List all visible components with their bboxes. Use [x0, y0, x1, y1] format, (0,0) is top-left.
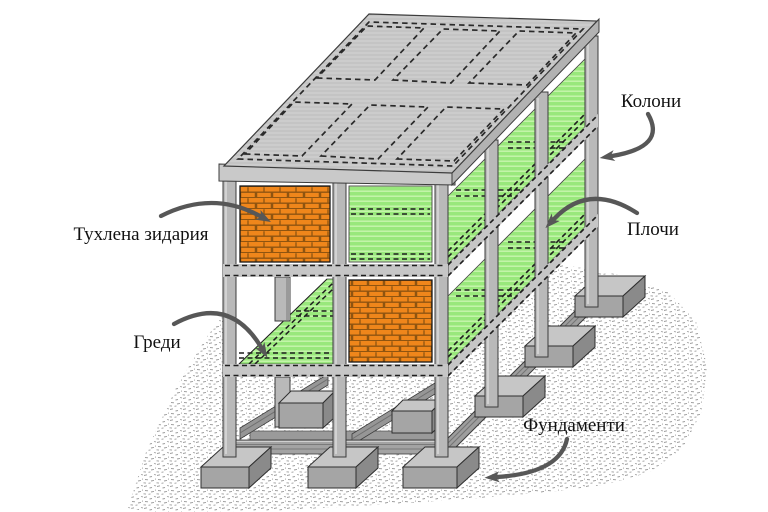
column	[434, 175, 449, 458]
column	[484, 139, 499, 408]
side-facade	[447, 35, 647, 457]
side-columns	[484, 35, 599, 408]
beam-level1	[223, 264, 448, 277]
annotations: Тухлена зидария Колони Плочи Греди Фунда…	[73, 91, 681, 483]
side-beam-level1	[447, 114, 599, 277]
arrow-masonry	[158, 200, 271, 222]
arrow-columns	[599, 111, 655, 162]
arrow-foundations	[484, 436, 570, 483]
column	[222, 167, 237, 458]
column	[332, 171, 347, 458]
label-beams: Греди	[133, 332, 180, 353]
front-facade	[199, 167, 481, 490]
brick-masonry-panel	[239, 185, 331, 263]
label-columns: Колони	[621, 91, 681, 112]
back-column-stub-shade	[286, 278, 290, 320]
label-slabs: Плочи	[627, 219, 679, 240]
label-foundations: Фундаменти	[523, 415, 625, 436]
arrow-slabs	[545, 196, 640, 229]
roof	[218, 13, 600, 187]
arrow-beams	[171, 311, 268, 358]
brick-masonry-panel	[348, 279, 433, 363]
column	[584, 35, 599, 308]
beam-level2	[223, 364, 448, 377]
label-masonry: Тухлена зидария	[73, 224, 208, 245]
roof-slab	[222, 13, 599, 174]
side-beam-level2	[447, 214, 599, 377]
building	[199, 13, 647, 490]
slab-panel-top-right	[348, 185, 433, 263]
column	[534, 91, 549, 358]
foundation-block	[277, 389, 337, 430]
roof-panel-dashes	[236, 21, 585, 167]
